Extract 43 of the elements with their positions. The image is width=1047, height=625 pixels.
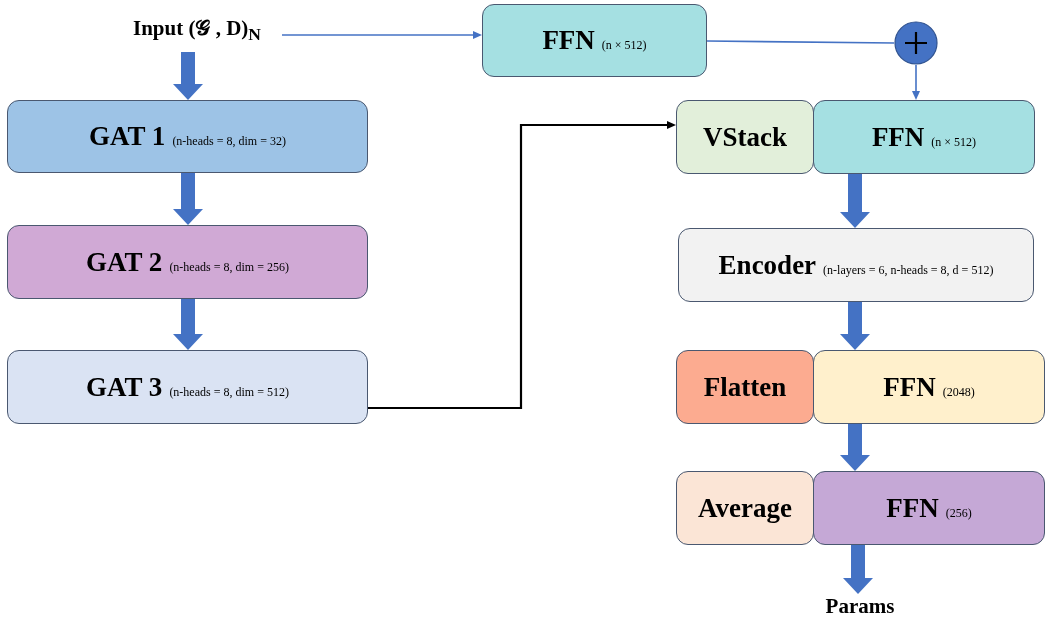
output-label: Params	[825, 594, 895, 619]
arrow	[368, 121, 676, 410]
layer-box	[676, 100, 814, 174]
layer-name: GAT 1	[89, 121, 166, 152]
layer-box	[678, 228, 1034, 302]
layer-name: Flatten	[703, 371, 787, 403]
layer-params: (2048)	[942, 384, 975, 400]
layer-box	[7, 100, 368, 173]
block-arrow	[840, 174, 870, 228]
block-arrow	[173, 299, 203, 350]
layer-box	[813, 471, 1045, 545]
layer-params: (n × 512)	[601, 38, 647, 53]
layer-box	[676, 350, 814, 424]
block-arrow	[173, 173, 203, 225]
layer-name: Encoder	[718, 249, 817, 281]
input-label: Input (𝒢 , D)$_{N}$	[133, 16, 261, 46]
layer-params: (256)	[945, 505, 972, 521]
arrow	[912, 64, 920, 100]
layer-name: GAT 2	[86, 246, 163, 278]
layer-params: (n-layers = 6, n-heads = 8, d = 512)	[823, 262, 994, 278]
layer-box	[676, 471, 814, 545]
layer-name: FFN	[883, 371, 936, 403]
layer-name: FFN	[886, 492, 939, 524]
layer-box	[813, 350, 1045, 424]
connector-line	[706, 40, 895, 44]
layer-box	[813, 100, 1035, 174]
block-arrow	[840, 302, 870, 350]
layer-params: (n-heads = 8, dim = 256)	[169, 259, 289, 275]
layer-box	[7, 350, 368, 424]
layer-name: GAT 3	[86, 371, 163, 403]
arrow	[281, 31, 482, 39]
layer-name: VStack	[703, 121, 787, 153]
block-arrow	[840, 424, 870, 471]
block-arrow	[173, 52, 203, 100]
layer-box	[7, 225, 368, 299]
layer-name: FFN	[542, 25, 595, 56]
layer-box	[482, 4, 707, 77]
layer-params: (n × 512)	[931, 134, 977, 150]
layer-name: FFN	[871, 121, 925, 153]
block-arrow	[843, 545, 873, 594]
layer-name: Average	[698, 492, 792, 524]
layer-params: (n-heads = 8, dim = 512)	[169, 384, 289, 400]
layer-params: (n-heads = 8, dim = 32)	[172, 134, 286, 149]
